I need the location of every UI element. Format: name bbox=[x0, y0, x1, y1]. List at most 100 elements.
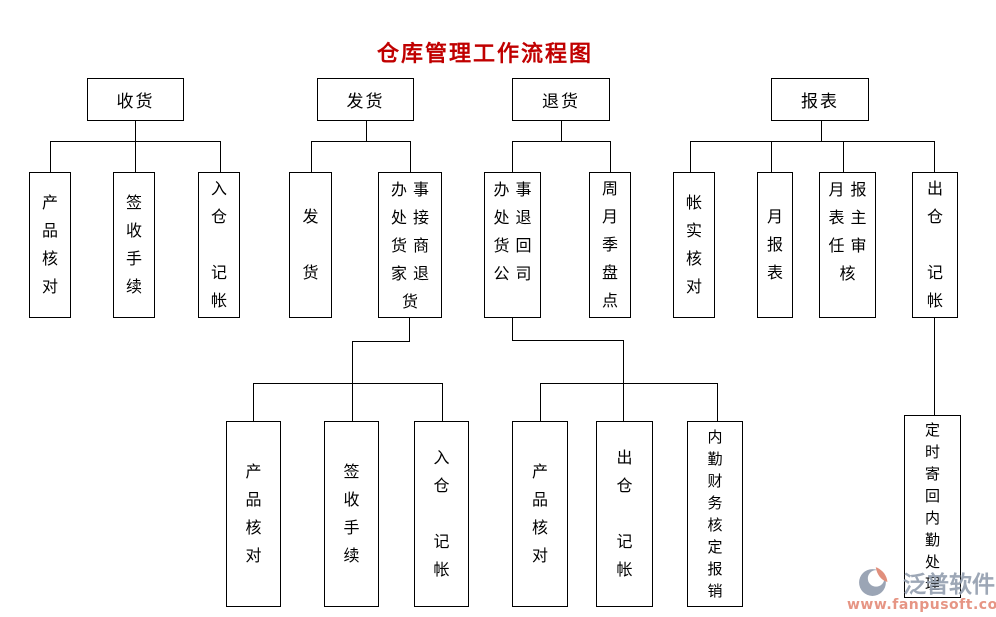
task-label-row: 仓 bbox=[210, 207, 227, 226]
task-box-fa-banshichu-jiehuo: 办事处接货商家退货 bbox=[378, 172, 442, 318]
task-label-row: 核 bbox=[245, 518, 262, 537]
connector-line bbox=[771, 141, 772, 172]
connector-line bbox=[540, 383, 717, 384]
task-label-row: 核 bbox=[41, 249, 58, 268]
connector-line bbox=[512, 141, 610, 142]
connector-line bbox=[253, 383, 442, 384]
task-label-row: 处 bbox=[924, 552, 940, 571]
connector-line bbox=[352, 383, 353, 421]
connector-line bbox=[410, 141, 411, 172]
task-label-row: 入 bbox=[210, 179, 227, 198]
task-box-fa2-chanpin-hedui: 产品核对 bbox=[226, 421, 281, 607]
task-label-row: 货商 bbox=[390, 235, 435, 255]
task-label-gap bbox=[439, 500, 444, 528]
task-label-row: 记 bbox=[433, 532, 450, 551]
task-label-row: 家退 bbox=[390, 263, 435, 283]
connector-line bbox=[843, 141, 844, 172]
task-label-row: 月报 bbox=[828, 179, 873, 199]
task-label-row: 盘 bbox=[601, 263, 618, 282]
diagram-title: 仓库管理工作流程图 bbox=[376, 42, 593, 67]
connector-line bbox=[934, 141, 935, 172]
task-label-gap bbox=[932, 231, 937, 259]
task-label: 出仓 记帐 bbox=[597, 422, 652, 606]
task-label-row: 销 bbox=[707, 582, 723, 600]
fanpu-logo-icon bbox=[859, 567, 888, 596]
task-label-row: 仓 bbox=[433, 476, 450, 495]
watermark-url-text: www.fanpusoft.com bbox=[847, 597, 996, 613]
task-box-bao2-dingshi-jihui: 定时寄回内勤处理 bbox=[904, 415, 961, 598]
header-label: 报表 bbox=[801, 92, 839, 112]
task-label-row: 定 bbox=[924, 420, 940, 439]
task-box-shou-rucang-jizhang: 入仓 记帐 bbox=[198, 172, 240, 318]
task-label-row: 处接 bbox=[390, 207, 435, 227]
task-label-row: 务 bbox=[707, 494, 723, 512]
connector-line bbox=[253, 383, 254, 421]
task-label-row: 月 bbox=[601, 207, 618, 226]
task-label-row: 帐 bbox=[685, 193, 702, 212]
task-box-fa2-qianshou-shouxu: 签收手续 bbox=[324, 421, 379, 607]
task-label-row: 对 bbox=[685, 277, 702, 296]
connector-line bbox=[311, 141, 312, 172]
task-label-row: 勤 bbox=[924, 530, 940, 549]
header-box-baobiao: 报表 bbox=[771, 78, 869, 121]
task-label-row: 理 bbox=[924, 574, 940, 593]
task-label-row: 寄 bbox=[924, 464, 940, 483]
task-box-bao-chucang-jizhang: 出仓 记帐 bbox=[912, 172, 958, 318]
task-label: 产品核对 bbox=[227, 422, 280, 606]
task-label-row: 记 bbox=[616, 532, 633, 551]
task-label-row: 货 bbox=[302, 263, 319, 282]
task-label-row: 帐 bbox=[616, 560, 633, 579]
task-box-fa-fahuo: 发 货 bbox=[289, 172, 332, 318]
task-box-fa2-rucang-jizhang: 入仓 记帐 bbox=[414, 421, 469, 607]
task-box-tui2-neiqin-baoxiao: 内勤财务核定报销 bbox=[687, 421, 743, 607]
task-box-bao-zhuren-shenhe: 月报表主任审核 bbox=[819, 172, 876, 318]
connector-line bbox=[352, 341, 409, 342]
connector-line bbox=[561, 121, 562, 142]
task-label-row: 帐 bbox=[210, 291, 227, 310]
connector-line bbox=[135, 121, 136, 142]
task-box-shou-qianshou-shouxu: 签收手续 bbox=[113, 172, 155, 318]
task-box-tui-pandian: 周月季盘点 bbox=[589, 172, 631, 318]
connector-line bbox=[512, 141, 513, 172]
task-label: 发 货 bbox=[290, 173, 331, 317]
task-label-row: 出 bbox=[926, 179, 943, 198]
task-label-row: 对 bbox=[531, 546, 548, 565]
task-label: 帐实核对 bbox=[674, 173, 714, 317]
task-label: 签收手续 bbox=[325, 422, 378, 606]
connector-line bbox=[540, 383, 541, 421]
header-box-tuihuo: 退货 bbox=[512, 78, 610, 121]
task-label-row: 报 bbox=[766, 235, 783, 254]
task-label-row: 核 bbox=[707, 516, 723, 534]
task-label-row: 续 bbox=[343, 546, 360, 565]
header-label: 退货 bbox=[542, 92, 580, 112]
task-label-row: 处退 bbox=[493, 207, 538, 227]
task-label-row: 帐 bbox=[926, 291, 943, 310]
connector-line bbox=[311, 141, 410, 142]
header-box-shouhuo: 收货 bbox=[87, 78, 184, 121]
task-label-row: 品 bbox=[245, 490, 262, 509]
task-label-row: 帐 bbox=[433, 560, 450, 579]
task-label-row: 发 bbox=[302, 207, 319, 226]
connector-line bbox=[717, 383, 718, 421]
task-label-row: 内 bbox=[707, 428, 723, 446]
task-label-row: 月 bbox=[766, 207, 783, 226]
task-label-row: 核 bbox=[685, 249, 702, 268]
task-label: 产品核对 bbox=[513, 422, 567, 606]
connector-line bbox=[821, 121, 822, 142]
task-label-row: 续 bbox=[125, 277, 142, 296]
task-label-row: 仓 bbox=[616, 476, 633, 495]
connector-line bbox=[442, 383, 443, 421]
task-label-row: 内 bbox=[924, 508, 940, 527]
task-label-row: 记 bbox=[926, 263, 943, 282]
task-label-row: 产 bbox=[245, 462, 262, 481]
task-label-row: 货 bbox=[401, 291, 424, 311]
task-label-row: 品 bbox=[41, 221, 58, 240]
task-label-row: 表 bbox=[766, 263, 783, 282]
task-label: 周月季盘点 bbox=[590, 173, 630, 317]
connector-line bbox=[610, 141, 611, 172]
task-label: 入仓 记帐 bbox=[415, 422, 468, 606]
task-box-bao-zhangshi-hedui: 帐实核对 bbox=[673, 172, 715, 318]
task-box-shou-chanpin-hedui: 产品核对 bbox=[29, 172, 71, 318]
task-label-row: 勤 bbox=[707, 450, 723, 468]
task-label-row: 办事 bbox=[390, 179, 435, 199]
